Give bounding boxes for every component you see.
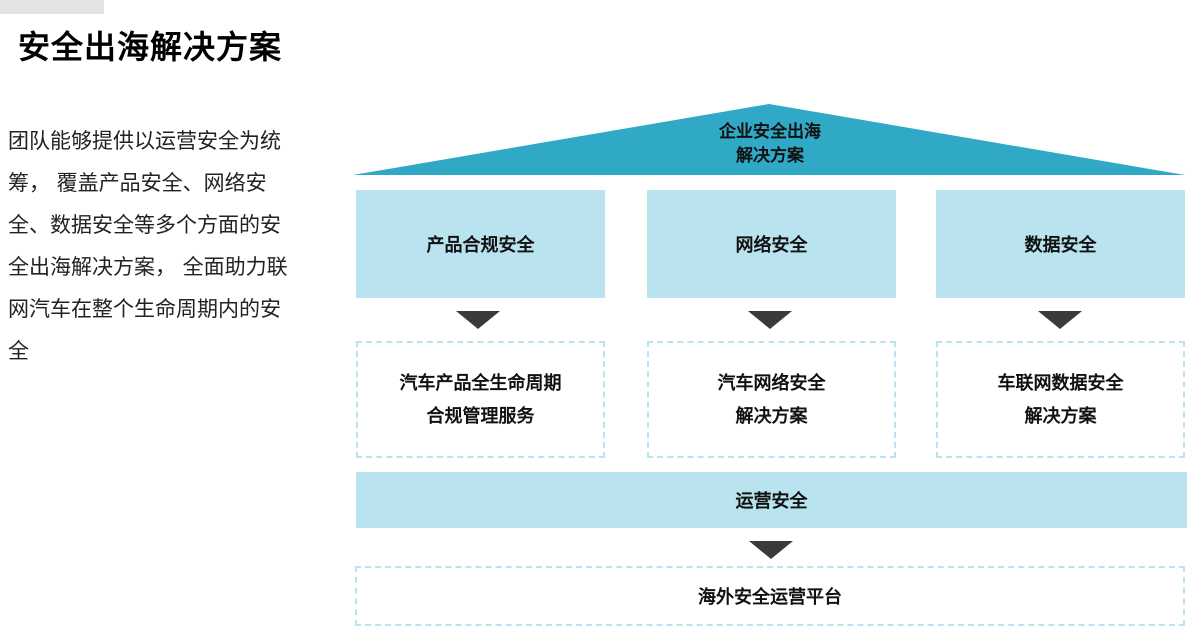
solution-connected-data: 车联网数据安全 解决方案 xyxy=(936,341,1185,458)
down-arrow-icon xyxy=(748,311,792,329)
overseas-platform-box: 海外安全运营平台 xyxy=(355,566,1185,626)
solution-product-lifecycle: 汽车产品全生命周期 合规管理服务 xyxy=(356,341,605,458)
solution-line2: 合规管理服务 xyxy=(426,405,535,427)
roof-triangle xyxy=(353,104,1185,175)
roof-label: 企业安全出海 解决方案 xyxy=(650,120,890,168)
down-arrow-icon xyxy=(456,311,500,329)
solution-line1: 车联网数据安全 xyxy=(997,372,1124,394)
solution-line2: 解决方案 xyxy=(735,405,808,427)
corner-tab xyxy=(0,0,104,14)
solution-line2: 解决方案 xyxy=(1024,405,1097,427)
solution-line1: 汽车产品全生命周期 xyxy=(399,372,562,394)
solution-line1: 汽车网络安全 xyxy=(717,372,826,394)
operations-security-bar: 运营安全 xyxy=(356,472,1187,528)
solution-vehicle-network: 汽车网络安全 解决方案 xyxy=(647,341,896,458)
down-arrow-icon xyxy=(1038,311,1082,329)
description-text: 团队能够提供以运营安全为统筹， 覆盖产品安全、网络安全、数据安全等多个方面的安全… xyxy=(8,129,288,363)
roof-label-line1: 企业安全出海 xyxy=(719,122,821,142)
page-title: 安全出海解决方案 xyxy=(18,28,283,66)
pillar-data-security: 数据安全 xyxy=(936,190,1185,298)
down-arrow-icon xyxy=(749,541,793,559)
pillar-product-compliance: 产品合规安全 xyxy=(356,190,605,298)
pillar-network-security: 网络安全 xyxy=(647,190,896,298)
roof-label-line2: 解决方案 xyxy=(736,146,804,166)
